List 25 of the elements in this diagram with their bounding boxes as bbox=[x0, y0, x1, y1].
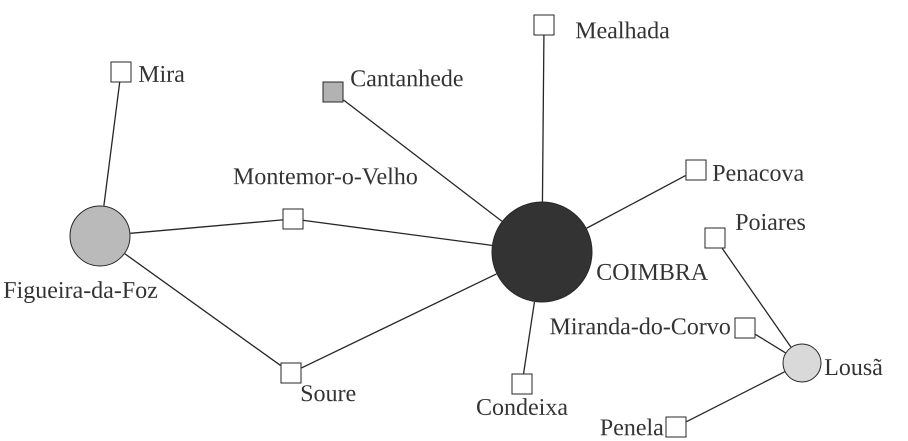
connector-line bbox=[722, 248, 792, 348]
connector-line bbox=[343, 100, 502, 222]
connector-line bbox=[130, 219, 283, 234]
connector-line bbox=[542, 35, 545, 202]
place-label: Montemor-o-Velho bbox=[234, 167, 417, 184]
connector-line bbox=[755, 334, 786, 354]
connector-line bbox=[301, 273, 497, 369]
place-label: Cantanhede bbox=[351, 70, 463, 86]
place-label: Soure bbox=[302, 385, 356, 402]
place-label: Figueira-da-Foz bbox=[4, 281, 158, 304]
connector-line bbox=[686, 371, 785, 422]
place-label: Mealhada bbox=[576, 22, 670, 38]
place-label: Poiares bbox=[736, 214, 805, 230]
place-label: Mira bbox=[138, 66, 185, 82]
connector-line bbox=[303, 220, 492, 246]
place-label: Miranda-do-Corvo bbox=[550, 318, 730, 334]
place-label: Condeixa bbox=[477, 398, 568, 416]
connector-line bbox=[586, 175, 686, 229]
connector-line bbox=[522, 302, 536, 374]
connector-line bbox=[124, 253, 281, 366]
place-label: Lousã bbox=[824, 358, 883, 376]
place-label: COIMBRA bbox=[597, 264, 708, 280]
place-label: Penela bbox=[600, 418, 664, 436]
connector-line bbox=[103, 82, 120, 206]
place-label: Penacova bbox=[712, 165, 804, 181]
